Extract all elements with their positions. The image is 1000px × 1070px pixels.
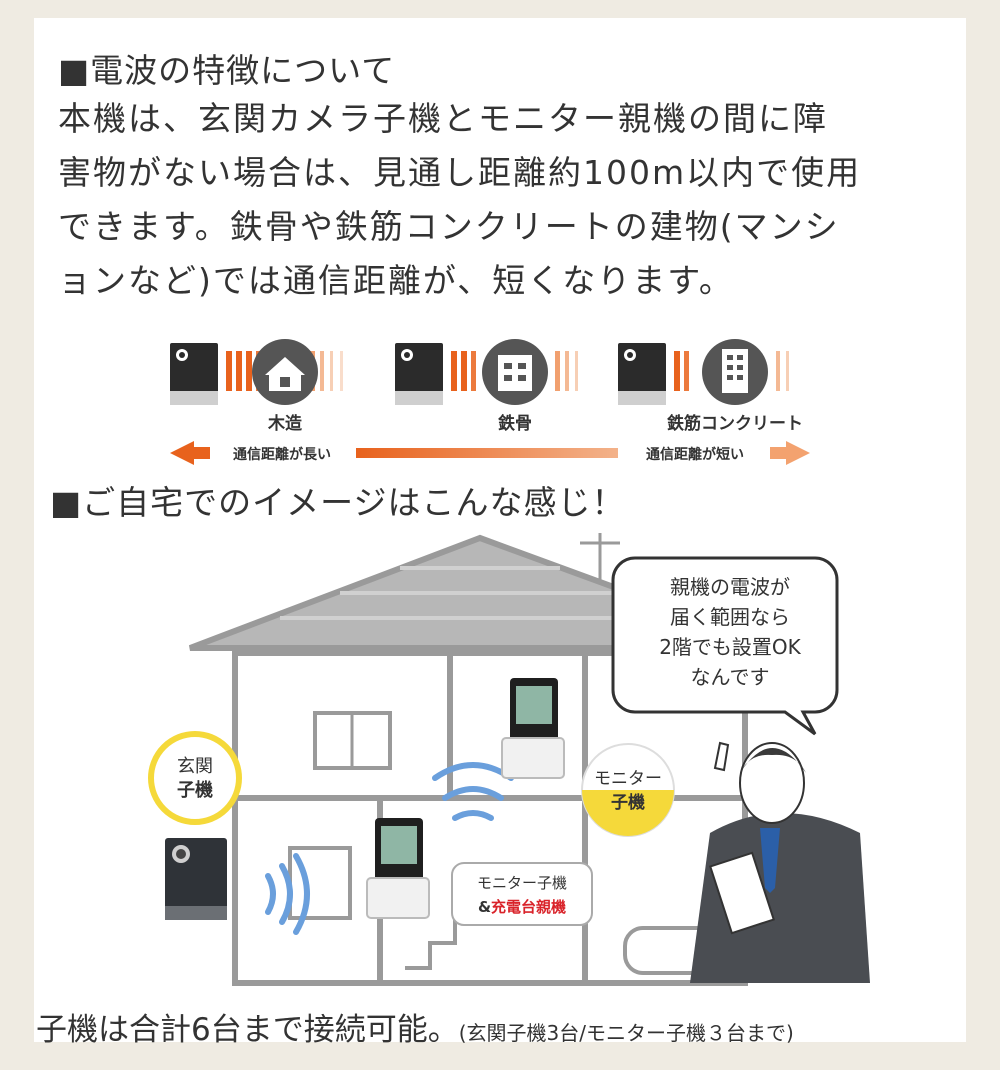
monitor-handset-upstairs <box>501 678 565 779</box>
svg-text:モニター: モニター <box>594 769 662 789</box>
svg-text:子機: 子機 <box>611 792 645 813</box>
svg-text:モニター子機: モニター子機 <box>477 874 567 892</box>
svg-text:2階でも設置OK: 2階でも設置OK <box>659 635 801 659</box>
range-bar <box>356 448 618 458</box>
description-line: 本機は、玄関カメラ子機とモニター親機の間に障 <box>58 99 828 138</box>
long-range-label: 通信距離が長い <box>233 446 331 463</box>
businessman-illustration <box>690 741 870 983</box>
signal-stripes <box>451 351 578 391</box>
material-label-concrete: 鉄筋コンクリート <box>667 413 803 434</box>
material-label-steel: 鉄骨 <box>498 413 532 434</box>
entrance-camera-icon <box>165 838 227 920</box>
intercom-unit-icon <box>170 343 218 405</box>
range-diagram: 木造 鉄骨 鉄筋コンクリート 通信距離が長い 通信距離が短い <box>170 339 810 465</box>
arrow-left-icon <box>170 441 210 465</box>
description-line: ョンなど)では通信距離が、短くなります。 <box>58 261 734 300</box>
svg-text:なんです: なんです <box>691 665 770 689</box>
signal-wave-icon <box>265 853 310 935</box>
svg-text:届く範囲なら: 届く範囲なら <box>670 605 790 629</box>
material-label-wood: 木造 <box>267 413 303 434</box>
footer-main: 子機は合計6台まで接続可能。 <box>36 1012 459 1048</box>
intercom-unit-icon <box>395 343 443 405</box>
signal-stripes <box>674 351 789 391</box>
footer-note: 子機は合計6台まで接続可能。(玄関子機3台/モニター子機３台まで) <box>36 1004 794 1049</box>
entrance-label-bubble: 玄関 子機 <box>148 731 242 825</box>
svg-text:&充電台親機: &充電台親機 <box>478 898 566 916</box>
combo-label-bubble: モニター子機 &充電台親機 <box>451 862 593 926</box>
footer-detail: (玄関子機3台/モニター子機３台まで) <box>458 1021 794 1045</box>
concrete-building-icon <box>702 339 768 405</box>
monitor-label-bubble: モニター 子機 <box>581 743 675 837</box>
arrow-right-icon <box>770 441 810 465</box>
steel-building-icon <box>482 339 548 405</box>
description-line: 害物がない場合は、見通し距離約100m以内で使用 <box>58 153 862 192</box>
monitor-handset-charger <box>366 818 430 919</box>
short-range-label: 通信距離が短い <box>646 446 744 463</box>
radio-description: 本機は、玄関カメラ子機とモニター親機の間に障 害物がない場合は、見通し距離約10… <box>58 92 918 308</box>
house-illustration: 玄関 子機 モニター 子機 モニター子機 &充電台親機 親機の電波が 届く範囲な… <box>148 533 870 986</box>
speech-bubble: 親機の電波が 届く範囲なら 2階でも設置OK なんです <box>611 556 839 736</box>
section-heading-home: ■ご自宅でのイメージはこんな感じ！ <box>50 483 626 522</box>
svg-text:玄関: 玄関 <box>177 756 213 777</box>
svg-text:子機: 子機 <box>177 779 213 801</box>
intercom-unit-icon <box>618 343 666 405</box>
svg-text:親機の電波が: 親機の電波が <box>670 575 790 599</box>
description-line: できます。鉄骨や鉄筋コンクリートの建物(マンシ <box>58 207 840 246</box>
section-heading-radio: ■電波の特徴について <box>58 51 396 90</box>
wooden-house-icon <box>252 339 318 405</box>
